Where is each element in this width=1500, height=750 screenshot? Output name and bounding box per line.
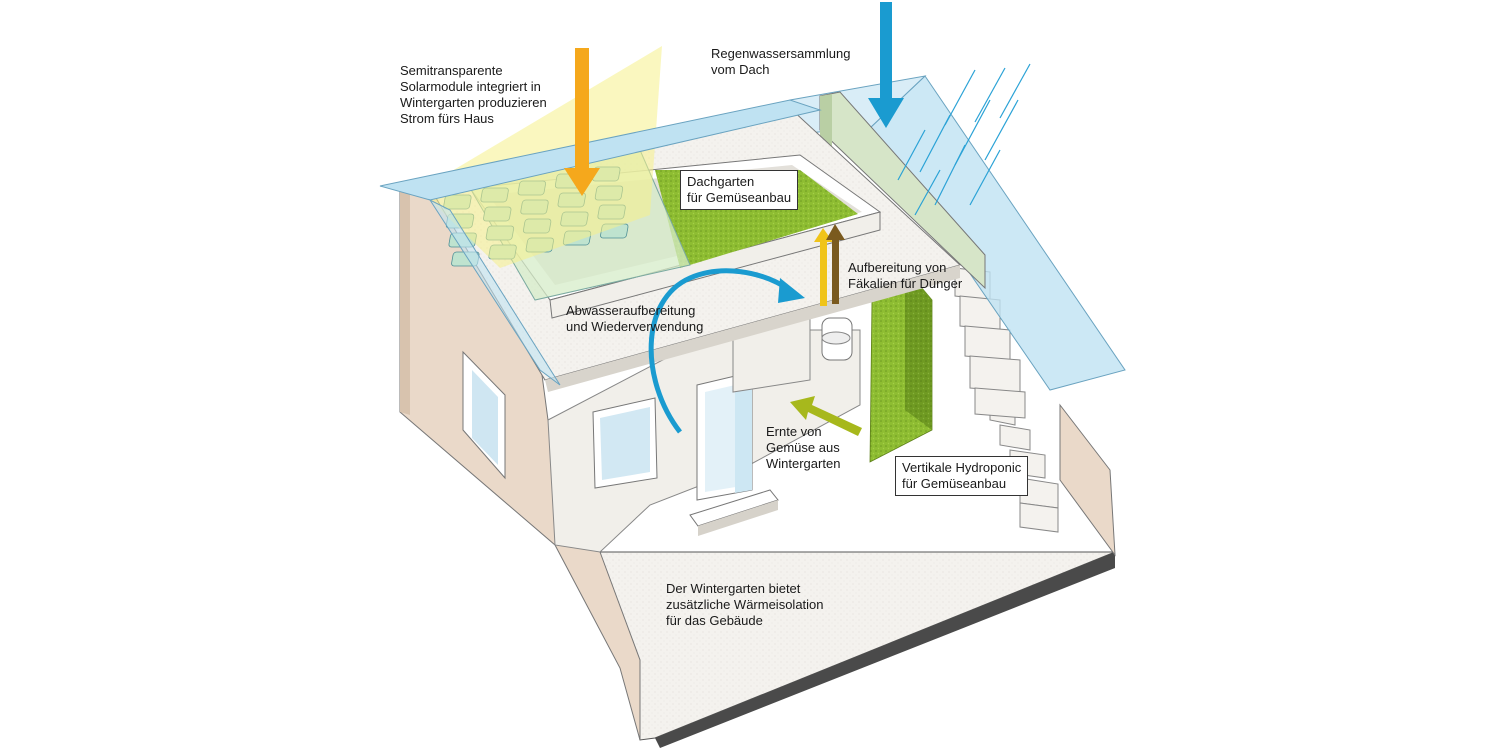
stairs <box>954 267 1059 533</box>
label-hydroponic: Vertikale Hydroponic für Gemüseanbau <box>895 456 1029 496</box>
label-winter-garden: Der Wintergarten bietet zusätzliche Wärm… <box>666 581 824 628</box>
side-window <box>462 350 506 480</box>
label-feces: Aufbereitung von Fäkalien für Dünger <box>848 260 963 291</box>
wastewater-arrow <box>648 268 805 434</box>
harvest-arrow <box>790 396 862 436</box>
fertilizer-arrows <box>814 224 845 306</box>
glass-roof-left <box>379 99 822 386</box>
label-rain: Regenwassersammlung vom Dach <box>711 46 851 77</box>
label-roof-garden: Dachgarten für Gemüseanbau <box>680 170 799 210</box>
label-harvest: Ernte von Gemüse aus Wintergarten <box>766 424 841 471</box>
bench <box>689 489 779 536</box>
door <box>696 371 753 501</box>
label-wastewater: Abwasseraufbereitung und Wiederverwendun… <box>566 303 704 334</box>
terrace-wall <box>1059 403 1116 557</box>
hydroponic-column <box>869 267 933 463</box>
rain-arrow <box>868 2 904 128</box>
rain-lines <box>897 63 1031 216</box>
label-solar: Semitransparente Solarmodule integriert … <box>400 63 547 126</box>
sun-arrow <box>564 48 600 196</box>
